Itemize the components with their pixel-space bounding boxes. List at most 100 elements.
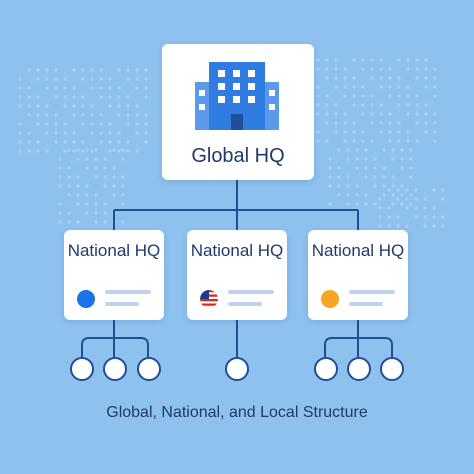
map-dot (400, 148, 404, 152)
map-dot (99, 113, 103, 117)
map-dot (325, 121, 329, 125)
map-dot (135, 77, 139, 81)
map-dot (382, 175, 386, 179)
map-dot (18, 122, 22, 126)
map-dot (316, 130, 320, 134)
map-dot (27, 149, 31, 153)
map-dot (370, 67, 374, 71)
map-dot (67, 184, 71, 188)
map-dot (328, 157, 332, 161)
map-dot (18, 77, 22, 81)
map-dot (126, 140, 130, 144)
map-dot (378, 215, 382, 219)
map-dot (112, 148, 116, 152)
map-dot (387, 188, 391, 192)
map-dot (36, 149, 40, 153)
map-dot (90, 86, 94, 90)
map-dot (63, 77, 67, 81)
map-dot (441, 188, 445, 192)
map-dot (72, 113, 76, 117)
map-dot (325, 76, 329, 80)
map-dot (379, 67, 383, 71)
map-dot (72, 86, 76, 90)
map-dot (36, 113, 40, 117)
map-dot (373, 157, 377, 161)
map-dot (27, 131, 31, 135)
map-dot (343, 76, 347, 80)
map-dot (63, 131, 67, 135)
map-dot (117, 140, 121, 144)
map-dot (441, 215, 445, 219)
map-dot (94, 220, 98, 224)
map-dot (325, 94, 329, 98)
map-dot (112, 184, 116, 188)
map-dot (328, 175, 332, 179)
map-dot (45, 122, 49, 126)
map-dot (405, 197, 409, 201)
map-dot (76, 184, 80, 188)
map-dot (54, 77, 58, 81)
map-dot (328, 202, 332, 206)
map-dot (352, 103, 356, 107)
map-dot (400, 202, 404, 206)
map-dot (90, 149, 94, 153)
map-dot (85, 193, 89, 197)
map-dot (406, 85, 410, 89)
placeholder-line (228, 290, 274, 294)
map-dot (346, 184, 350, 188)
map-dot (415, 139, 419, 143)
map-dot (63, 86, 67, 90)
map-dot (364, 166, 368, 170)
map-dot (343, 121, 347, 125)
map-dot (54, 86, 58, 90)
map-dot (112, 175, 116, 179)
map-dot (121, 202, 125, 206)
map-dot (409, 157, 413, 161)
map-dot (76, 175, 80, 179)
map-dot (370, 58, 374, 62)
map-dot (423, 224, 427, 228)
map-dot (121, 193, 125, 197)
map-dot (117, 95, 121, 99)
map-dot (18, 104, 22, 108)
map-dot (391, 175, 395, 179)
map-dot (433, 85, 437, 89)
map-dot (346, 175, 350, 179)
map-dot (397, 85, 401, 89)
placeholder-line (228, 302, 262, 306)
map-dot (382, 148, 386, 152)
map-dot (396, 188, 400, 192)
map-dot (346, 193, 350, 197)
map-dot (405, 188, 409, 192)
map-dot (135, 104, 139, 108)
map-dot (72, 131, 76, 135)
map-dot (355, 193, 359, 197)
map-dot (103, 220, 107, 224)
map-dot (370, 103, 374, 107)
placeholder-line (105, 290, 151, 294)
map-dot (54, 113, 58, 117)
map-dot (117, 86, 121, 90)
map-dot (316, 139, 320, 143)
map-dot (423, 206, 427, 210)
map-dot (58, 184, 62, 188)
map-dot (343, 94, 347, 98)
map-dot (364, 175, 368, 179)
map-dot (76, 148, 80, 152)
map-dot (343, 130, 347, 134)
map-dot (135, 131, 139, 135)
map-dot (415, 76, 419, 80)
map-dot (36, 140, 40, 144)
map-dot (36, 68, 40, 72)
map-dot (378, 197, 382, 201)
map-dot (90, 104, 94, 108)
map-dot (18, 149, 22, 153)
map-dot (144, 68, 148, 72)
map-dot (36, 122, 40, 126)
map-dot (316, 58, 320, 62)
map-dot (343, 112, 347, 116)
map-dot (108, 131, 112, 135)
map-dot (90, 68, 94, 72)
